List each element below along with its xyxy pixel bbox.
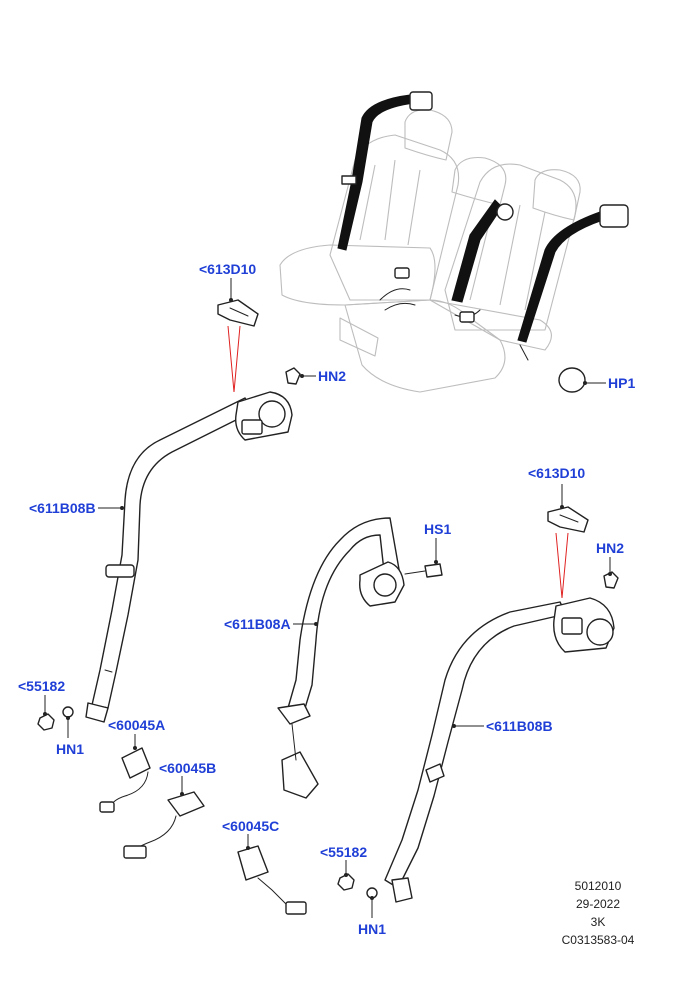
label-55182-right[interactable]: <55182 xyxy=(320,844,367,860)
label-HS1[interactable]: HS1 xyxy=(424,521,451,537)
label-HN2-right[interactable]: HN2 xyxy=(596,540,624,556)
buckle-60045C xyxy=(237,845,307,915)
label-611B08B-left[interactable]: <611B08B xyxy=(29,500,96,516)
centre-belt-assembly xyxy=(277,517,443,799)
label-611B08B-right[interactable]: <611B08B xyxy=(486,718,553,734)
reference-code-4: C0313583-04 xyxy=(562,933,635,947)
label-55182-left[interactable]: <55182 xyxy=(18,678,65,694)
label-611B08A[interactable]: <611B08A xyxy=(224,616,291,632)
label-613D10-right[interactable]: <613D10 xyxy=(528,465,585,481)
reference-code-3: 3K xyxy=(591,915,606,929)
callout-labels: <613D10 HN2 HP1 <611B08B HS1 <613D10 HN2… xyxy=(18,261,635,937)
label-60045B[interactable]: <60045B xyxy=(159,760,216,776)
label-60045A[interactable]: <60045A xyxy=(108,717,165,733)
buckle-60045A xyxy=(99,747,151,813)
left-belt-assembly xyxy=(37,391,293,731)
reference-code-1: 5012010 xyxy=(575,879,622,893)
guide-613D10-left xyxy=(217,299,259,393)
guide-613D10-right xyxy=(547,506,589,599)
label-HN2-top[interactable]: HN2 xyxy=(318,368,346,384)
label-HP1[interactable]: HP1 xyxy=(608,375,635,391)
buckle-60045B xyxy=(123,791,205,859)
drawing-reference-block: 5012010 29-2022 3K C0313583-04 xyxy=(562,879,635,947)
reference-code-2: 29-2022 xyxy=(576,897,620,911)
label-HN1-right[interactable]: HN1 xyxy=(358,921,386,937)
installed-seat-belts xyxy=(337,91,629,361)
label-60045C[interactable]: <60045C xyxy=(222,818,279,834)
right-belt-assembly xyxy=(337,597,615,903)
label-613D10-top[interactable]: <613D10 xyxy=(199,261,256,277)
label-HN1-left[interactable]: HN1 xyxy=(56,741,84,757)
nut-HN2-top xyxy=(285,367,301,385)
plug-HP1 xyxy=(558,367,586,393)
rear-seat-illustration xyxy=(279,109,581,393)
leader-lines xyxy=(43,278,612,918)
